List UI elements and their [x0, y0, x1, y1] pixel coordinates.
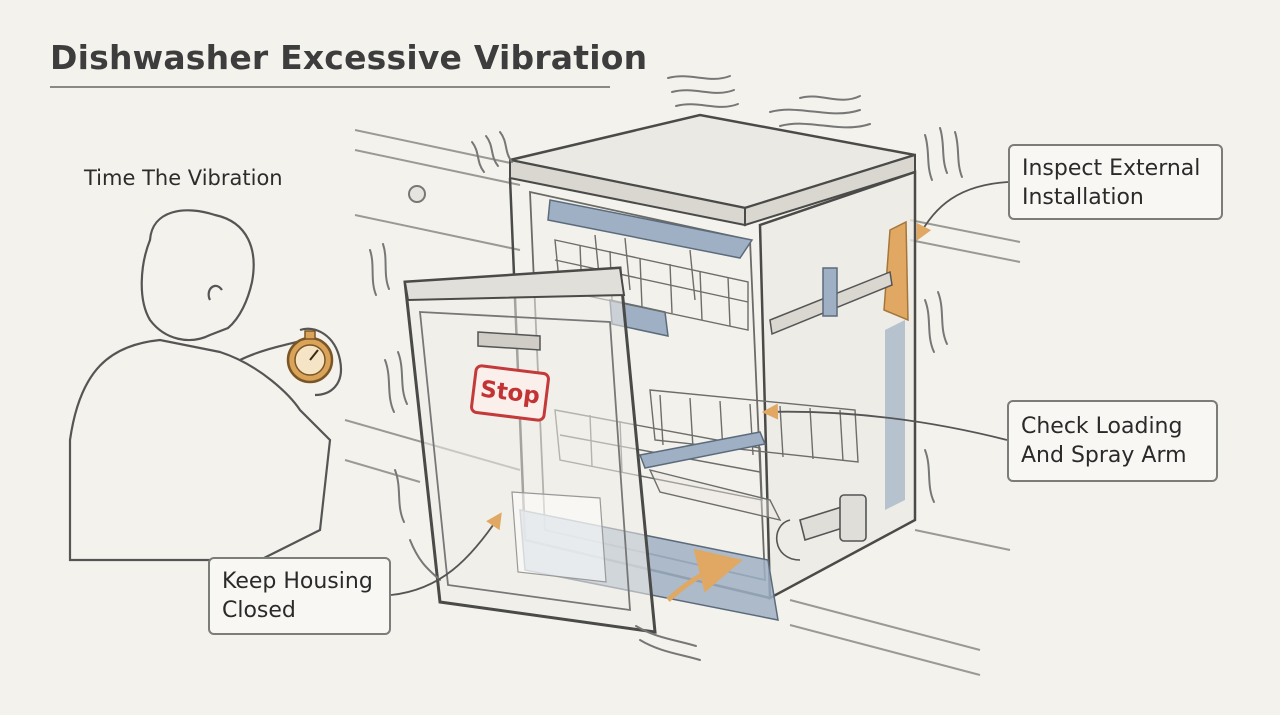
cabinet-knob — [408, 185, 426, 203]
callout-keep-housing-closed: Keep Housing Closed — [208, 557, 391, 635]
base-arrow — [666, 548, 743, 602]
lower-rack — [554, 389, 859, 522]
stopwatch-icon — [286, 330, 334, 384]
stop-badge: Stop — [469, 363, 551, 423]
callout-check-loading: Check Loading And Spray Arm — [1007, 400, 1218, 482]
label-time-vibration: Time The Vibration — [84, 166, 283, 190]
dishwasher — [508, 113, 917, 621]
leader-lines — [390, 181, 1009, 596]
title-underline — [50, 86, 610, 88]
dishwasher-door — [403, 266, 657, 634]
vibration-marks — [369, 75, 963, 661]
callout-inspect-installation: Inspect External Installation — [1008, 144, 1223, 220]
page-title: Dishwasher Excessive Vibration — [50, 38, 648, 77]
person — [68, 209, 343, 562]
spray-arm — [638, 431, 767, 469]
water-valve — [776, 494, 867, 561]
